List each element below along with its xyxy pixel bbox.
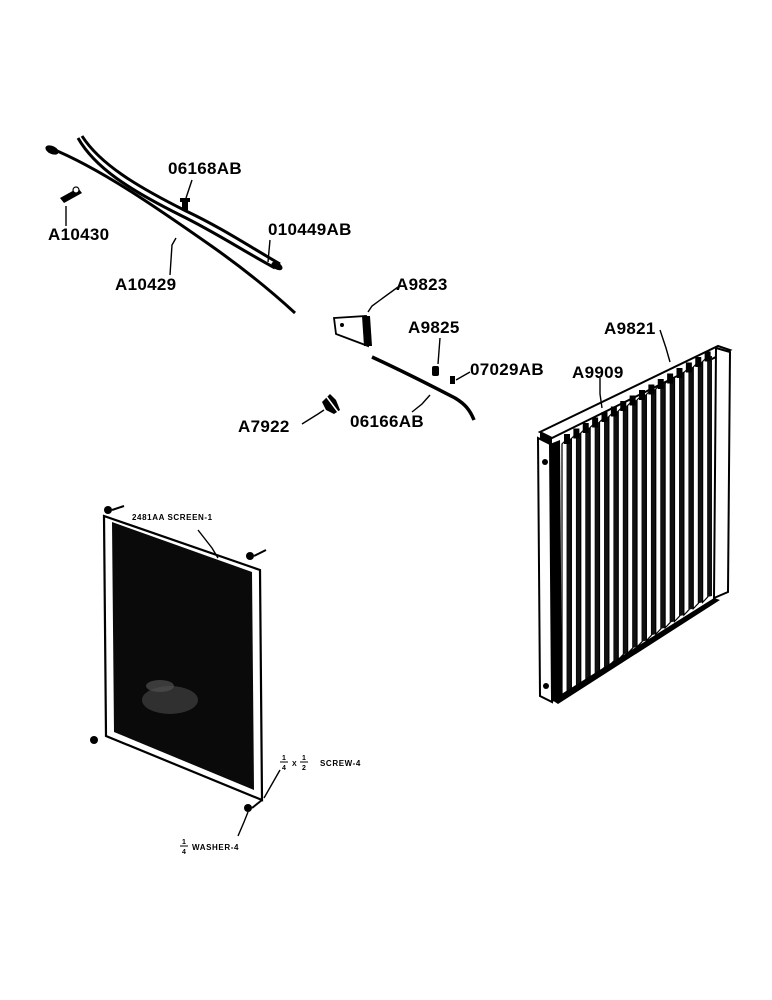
louver-shadow: [689, 367, 694, 610]
label-a10429: A10429: [115, 275, 176, 294]
louver-face: [598, 415, 606, 675]
label-a7922: A7922: [238, 417, 290, 436]
louver-face: [608, 410, 615, 668]
clip-a10430: [60, 186, 82, 203]
louver-shadow: [632, 400, 637, 648]
label-washer: 1 4 WASHER-4: [180, 839, 239, 856]
washer-fraction-denominator: 4: [182, 849, 186, 856]
louver-pivot: [685, 362, 692, 373]
louver-pivot: [704, 351, 711, 362]
louver-face: [645, 388, 653, 643]
louver-face: [627, 399, 634, 655]
louver-pivot: [620, 401, 627, 411]
louver-face: [570, 432, 578, 694]
louver-face: [589, 421, 596, 681]
louver-pivot: [629, 395, 636, 406]
louver-shadow: [660, 383, 666, 629]
louver-shadow: [576, 433, 581, 687]
screw-fraction-numerator: 1: [282, 755, 286, 762]
louver-shadow: [585, 427, 591, 680]
label-06166ab: 06166AB: [350, 412, 424, 431]
label-07029ab: 07029AB: [470, 360, 544, 379]
screw-fraction2-denominator: 2: [302, 765, 306, 772]
louver-pivot: [695, 357, 702, 367]
leader-a10429: [169, 237, 177, 276]
fastener-a7922: [322, 394, 340, 414]
rod-a10429: [45, 145, 297, 315]
label-screen: 2481AA SCREEN-1: [132, 513, 213, 522]
leader-screen: [197, 529, 219, 559]
louver-pivot: [676, 368, 683, 378]
louver-shadow: [642, 394, 647, 642]
louver-face: [561, 437, 568, 700]
bolt-06168ab: [180, 198, 190, 210]
louver-pivot: [601, 412, 608, 422]
louver-shadow: [595, 422, 600, 674]
louver-shadow: [567, 438, 572, 693]
washer-text: WASHER-4: [192, 843, 239, 852]
louver-shadow: [679, 372, 684, 616]
louver-pivot: [639, 390, 645, 400]
label-a9825: A9825: [408, 318, 460, 337]
rod-06166ab: [371, 355, 476, 421]
label-a9821: A9821: [604, 319, 656, 338]
louver-pivot: [564, 434, 570, 444]
louver-face: [702, 355, 709, 604]
label-a9823: A9823: [396, 275, 448, 294]
screw-text: SCREW-4: [320, 759, 361, 768]
louver-face: [580, 426, 587, 687]
louver-shadow: [623, 405, 628, 655]
washer-fraction-numerator: 1: [182, 839, 186, 846]
louver-shadow: [604, 416, 609, 667]
louver-pivot: [582, 423, 589, 433]
leader-010449ab: [267, 239, 271, 263]
louver-shadow: [670, 378, 675, 623]
label-010449ab: 010449AB: [268, 220, 352, 239]
louver-face: [617, 404, 625, 662]
screw-times: X: [292, 761, 297, 768]
louver-pivot: [610, 406, 617, 417]
leader-a9909: [599, 378, 603, 409]
leader-washer: [237, 811, 249, 837]
leader-a7922: [301, 409, 325, 425]
label-a10430: A10430: [48, 225, 109, 244]
louver-face: [673, 371, 681, 624]
louver-pivot: [657, 379, 664, 389]
leader-06166ab: [411, 394, 431, 413]
louver-pivot: [592, 417, 599, 428]
bracket-a9823: [332, 315, 372, 348]
louver-face: [655, 382, 662, 636]
louver-face: [636, 393, 643, 649]
louver-group: [561, 355, 712, 700]
louver-face: [683, 366, 690, 617]
cable-010449ab: [76, 135, 283, 271]
nut-a9825: [432, 366, 439, 376]
louver-pivot: [667, 373, 674, 384]
leader-a9821: [659, 329, 671, 363]
louver-shadow: [614, 411, 619, 661]
label-06168ab: 06168AB: [168, 159, 242, 178]
leader-07029ab: [455, 371, 471, 381]
louver-shadow: [651, 389, 656, 636]
louver-shadow: [698, 361, 703, 604]
leader-screw: [263, 769, 281, 799]
bolt-07029ab: [450, 376, 455, 384]
label-screw: 1 4 X 1 2 SCREW-4: [280, 755, 361, 772]
leader-a9825: [437, 337, 441, 365]
screw-fraction-denominator: 4: [282, 765, 286, 772]
shutter-assembly-a9821: [536, 344, 733, 704]
louver-pivot: [648, 384, 655, 395]
louver-face: [692, 360, 700, 611]
louver-face: [664, 377, 671, 630]
leader-06168ab: [185, 179, 193, 199]
louver-shadow: [707, 356, 712, 597]
screen-2481aa: [90, 505, 267, 812]
label-a9909: A9909: [572, 363, 624, 382]
screw-fraction2-numerator: 1: [302, 755, 306, 762]
pivot-teeth: [564, 351, 711, 444]
louver-pivot: [573, 428, 580, 439]
leader-a9823: [367, 286, 399, 313]
